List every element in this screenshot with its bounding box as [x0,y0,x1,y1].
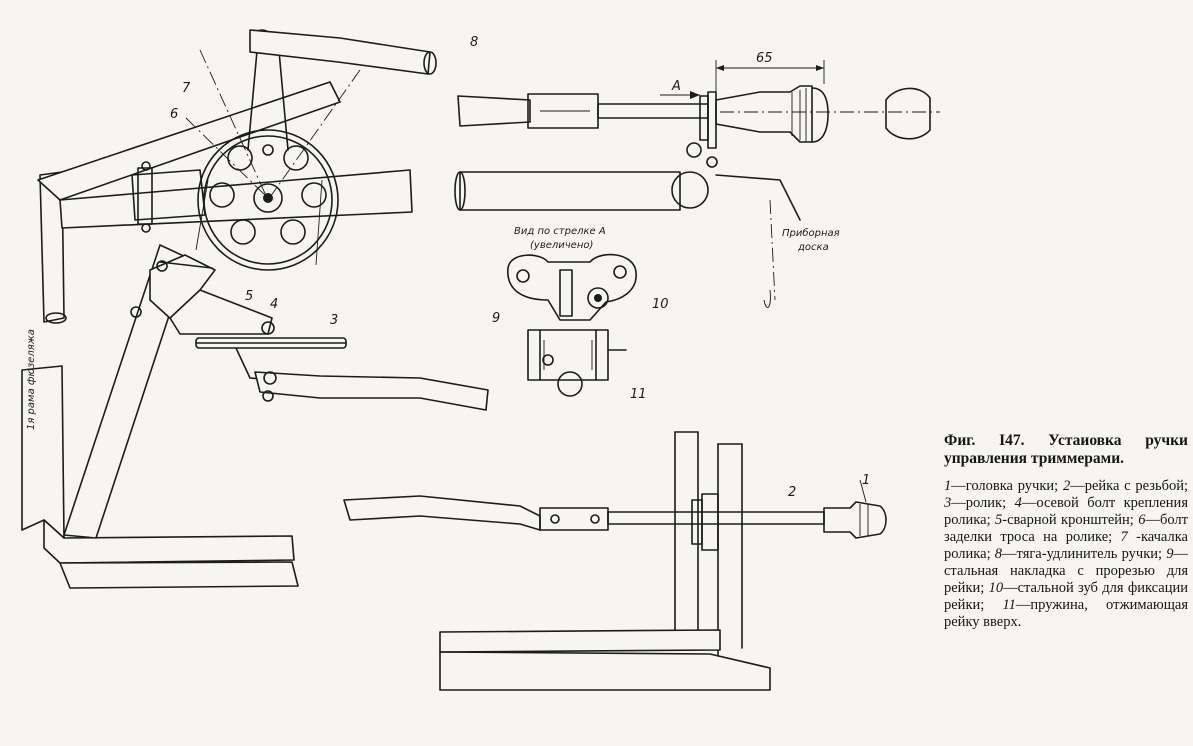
legend-num: 11 [1002,597,1016,613]
legend-item: 1—головка ручки; [944,478,1063,494]
legend-num: 9 [1166,546,1174,562]
label-6: 6 [170,107,178,122]
fuselage-frame [21,81,413,589]
lower-bracket-assembly [130,254,489,411]
legend-text: —стальной зуб для фиксации рейки; [944,580,1188,613]
legend-item: 3—ролик; [944,495,1015,511]
legend-text: —головка ручки; [951,478,1063,494]
label-3: 3 [330,313,338,328]
label-11: 11 [630,387,647,402]
legend-item: 10—стальной зуб для фиксации рейки; [944,580,1188,613]
legend-text: —стальная накладка с прорезью для рейки; [944,546,1188,596]
legend-num: 6 [1138,512,1146,528]
view-a-subtitle: (увеличено) [530,240,593,251]
legend-text: —рейка с резьбой; [1070,478,1188,494]
figure-caption: Фиг. I47. Устаиовка ручки управления три… [944,432,1188,631]
pulley-assembly [131,29,437,271]
caption-legend: 1—головка ручки; 2—рейка с резьбой; 3—ро… [944,478,1188,631]
bottom-rod-assembly [343,431,887,691]
label-dim-65: 65 [756,51,773,66]
legend-item: 4—осевой болт крепления ролика; [944,495,1188,528]
label-5: 5 [245,289,253,304]
label-8: 8 [470,35,478,50]
legend-text: —ролик; [951,495,1015,511]
label-4: 4 [270,297,278,312]
label-10: 10 [652,297,669,312]
legend-item: 11—пружина, отжимающая рейку вверх. [944,597,1188,630]
legend-num: 10 [988,580,1004,596]
legend-num: 7 [1120,529,1128,545]
legend-num: 1 [944,478,952,494]
panel-label-line2: доска [797,242,829,253]
fuselage-label-group: 1я рама фюзеляжа [26,329,37,430]
legend-item: 9—стальная накладка с прорезью для рейки… [944,546,1188,596]
legend-text: -качалка ролика; [944,529,1188,562]
legend-num: 4 [1014,495,1022,511]
legend-num: 8 [994,546,1003,562]
label-7: 7 [182,81,191,96]
legend-text: —пружина, отжимающая рейку вверх. [944,597,1188,630]
legend-item: 7 -качалка ролика; [944,529,1188,562]
fuselage-label: 1я рама фюзеляжа [26,329,37,430]
legend-num: 2 [1062,478,1071,494]
label-1: 1 [862,473,870,488]
legend-text: —болт заделки троса на ролике; [944,512,1188,545]
legend-text: -сварной кронштейн; [1002,512,1139,528]
legend-item: 5-сварной кронштейн; [995,512,1138,528]
view-a-title: Вид по стрелке А [514,226,606,237]
label-arrow-a: A [671,79,681,94]
legend-item: 8—тяга-удлинитель ручки; [995,546,1166,562]
legend-num: 3 [944,495,952,511]
legend-item: 6—болт заделки троса на ролике; [944,512,1188,545]
label-2: 2 [788,485,796,500]
panel-label-line1: Приборная [782,227,840,239]
view-a-detail [507,253,637,397]
caption-title: Фиг. I47. Устаиовка ручки управления три… [944,432,1188,467]
top-rod-assembly [454,60,940,308]
legend-item: 2—рейка с резьбой; [1063,478,1188,494]
legend-num: 5 [995,512,1003,528]
legend-text: —осевой болт крепления ролика; [944,495,1188,528]
label-9: 9 [492,311,500,326]
legend-text: —тяга-удлинитель ручки; [1002,546,1167,562]
